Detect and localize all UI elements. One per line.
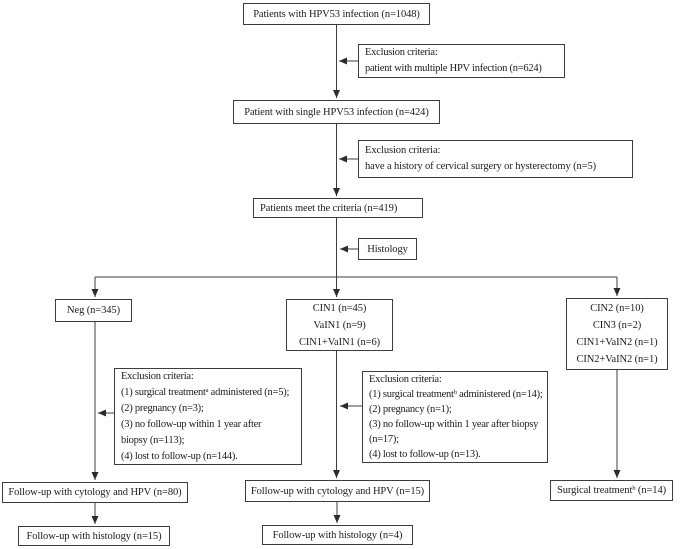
exclusion-item: (2) pregnancy (n=1); (369, 404, 452, 415)
exclusion-item: patient with multiple HPV infection (n=6… (365, 63, 542, 74)
node-label: Patients meet the criteria (n=419) (260, 202, 398, 214)
node-label: CIN1 (n=45) (312, 302, 367, 314)
node-patients-hpv53: Patients with HPV53 infection (n=1048) (243, 3, 430, 25)
node-exclusion-cin1-branch: Exclusion criteria: (1) surgical treatme… (362, 371, 548, 463)
exclusion-title: Exclusion criteria: (365, 47, 438, 58)
node-label: CIN3 (n=2) (592, 320, 642, 331)
node-followup-cytology-hpv-80: Follow-up with cytology and HPV (n=80) (2, 482, 188, 503)
exclusion-item: (3) no follow-up within 1 year after bio… (369, 419, 539, 430)
exclusion-item: (3) no follow-up within 1 year after (121, 418, 262, 430)
exclusion-item: (2) pregnancy (n=3); (121, 402, 204, 414)
node-cin1-group: CIN1 (n=45) VaIN1 (n=9) CIN1+VaIN1 (n=6) (286, 299, 393, 351)
node-exclusion-surgery-history: Exclusion criteria: have a history of ce… (358, 140, 633, 178)
node-single-hpv53: Patient with single HPV53 infection (n=4… (233, 100, 440, 124)
node-followup-histology-4: Follow-up with histology (n=4) (262, 525, 413, 545)
node-label: VaIN1 (n=9) (313, 319, 366, 331)
exclusion-item: have a history of cervical surgery or hy… (365, 161, 597, 172)
node-label: Follow-up with cytology and HPV (n=80) (8, 487, 182, 498)
node-label: CIN2+VaIN2 (n=1) (576, 354, 658, 365)
exclusion-item: (1) surgical treatmentᵇ administered (n=… (369, 389, 543, 400)
exclusion-item: biopsy (n=113); (121, 434, 185, 446)
node-cin2-group: CIN2 (n=10) CIN3 (n=2) CIN1+VaIN2 (n=1) … (566, 298, 668, 370)
node-label: Neg (n=345) (67, 305, 120, 316)
node-histology: Histology (358, 238, 417, 260)
node-exclusion-multiple-hpv: Exclusion criteria: patient with multipl… (358, 44, 565, 78)
node-followup-cytology-hpv-15: Follow-up with cytology and HPV (n=15) (245, 480, 430, 502)
node-surgical-treatment-14: Surgical treatmentᵇ (n=14) (550, 480, 673, 501)
exclusion-item: (4) lost to follow-up (n=144). (121, 450, 238, 462)
exclusion-title: Exclusion criteria: (369, 374, 442, 385)
node-label: CIN1+VaIN2 (n=1) (576, 337, 658, 348)
node-meet-criteria: Patients meet the criteria (n=419) (253, 198, 423, 218)
node-followup-histology-15: Follow-up with histology (n=15) (18, 526, 170, 546)
node-label: Follow-up with cytology and HPV (n=15) (250, 485, 425, 497)
exclusion-item: (n=17); (369, 434, 399, 445)
node-label: Patients with HPV53 infection (n=1048) (253, 8, 420, 20)
node-label: CIN1+VaIN1 (n=6) (298, 336, 381, 348)
exclusion-item: (4) lost to follow-up (n=13). (369, 449, 481, 460)
node-neg: Neg (n=345) (55, 299, 132, 322)
node-label: CIN2 (n=10) (590, 303, 644, 314)
node-label: Follow-up with histology (n=4) (272, 529, 403, 541)
node-label: Histology (367, 243, 408, 255)
node-exclusion-neg-branch: Exclusion criteria: (1) surgical treatme… (114, 368, 302, 465)
node-label: Patient with single HPV53 infection (n=4… (244, 106, 429, 118)
node-label: Surgical treatmentᵇ (n=14) (556, 485, 666, 496)
node-label: Follow-up with histology (n=15) (26, 530, 162, 542)
exclusion-title: Exclusion criteria: (365, 145, 441, 156)
exclusion-title: Exclusion criteria: (121, 370, 194, 382)
exclusion-item: (1) surgical treatmentᵃ administered (n=… (121, 386, 290, 398)
